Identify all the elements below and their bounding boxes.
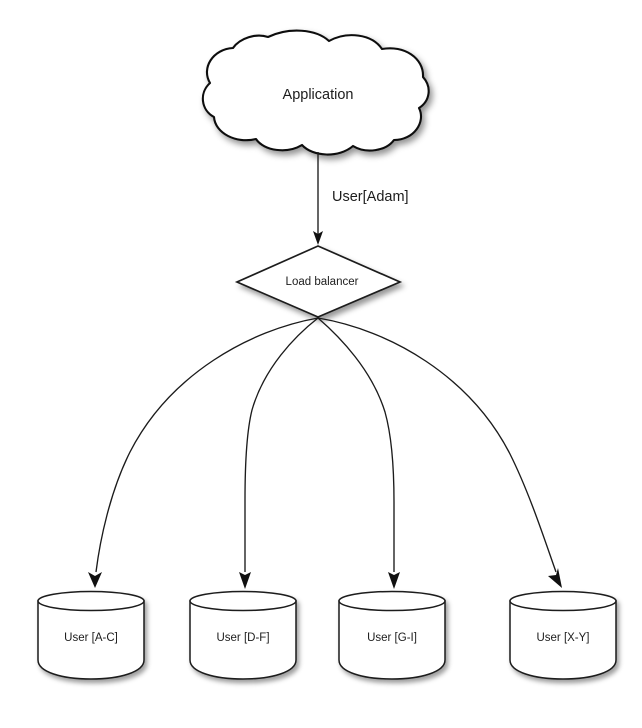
database-label: User [X-Y] <box>536 632 589 644</box>
edge-load-balancer-to-user-g-i <box>317 317 400 589</box>
node-application-cloud[interactable]: Application <box>201 29 430 156</box>
edge-label-user-adam: User[Adam] <box>332 189 409 205</box>
database-label: User [A-C] <box>64 632 118 644</box>
node-load-balancer-diamond[interactable]: Load balancer <box>234 245 403 318</box>
node-database-user-a-c[interactable]: User [A-C] <box>37 590 145 680</box>
database-label: User [D-F] <box>216 632 269 644</box>
database-label: User [G-I] <box>367 632 417 644</box>
edge-load-balancer-to-user-a-c <box>88 317 319 588</box>
edge-application-to-load-balancer: User[Adam] <box>313 152 409 245</box>
cloud-label: Application <box>283 87 354 103</box>
diamond-label: Load balancer <box>286 276 359 288</box>
node-database-user-d-f[interactable]: User [D-F] <box>189 590 297 680</box>
edge-load-balancer-to-user-d-f <box>239 317 319 589</box>
node-database-user-x-y[interactable]: User [X-Y] <box>509 590 617 680</box>
node-database-user-g-i[interactable]: User [G-I] <box>338 590 446 680</box>
edge-load-balancer-to-user-x-y <box>317 317 562 588</box>
